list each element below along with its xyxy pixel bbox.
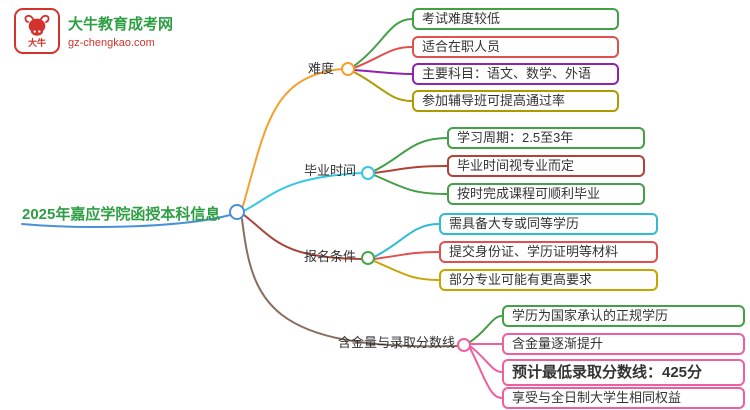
logo-text: 大牛: [27, 38, 46, 48]
leaf-node: 参加辅导班可提高通过率: [412, 90, 619, 112]
leaf-node-score: 预计最低录取分数线：425分: [502, 359, 745, 386]
connector-value-leaf-4: [469, 347, 503, 399]
bull-icon: [24, 14, 50, 36]
connector-difficulty-leaf-4: [353, 71, 413, 102]
leaf-node: 学习周期：2.5至3年: [447, 127, 645, 149]
root-node-circle: [229, 204, 245, 220]
connector-root-graduation: [243, 172, 363, 212]
brand-name: 大牛教育成考网: [68, 16, 174, 33]
connector-graduation-leaf-1: [373, 137, 448, 172]
site-logo: 大牛 大牛教育成考网 gz-chengkao.com: [14, 8, 173, 54]
leaf-node: 学历为国家承认的正规学历: [502, 305, 745, 327]
brand-domain: gz-chengkao.com: [68, 37, 155, 49]
branch-label-enrollment-requirements: 报名条件: [304, 249, 357, 264]
leaf-node: 部分专业可能有更高要求: [439, 269, 658, 291]
connector-root-difficulty: [242, 68, 343, 207]
leaf-node: 含金量逐渐提升: [502, 333, 745, 355]
leaf-node: 考试难度较低: [412, 8, 619, 30]
connector-root-value: [241, 218, 459, 348]
connector-difficulty-leaf-1: [353, 18, 413, 67]
graduation-node-circle: [361, 166, 375, 180]
connector-graduation-leaf-3: [373, 174, 448, 195]
root-node-title: 2025年嘉应学院函授本科信息: [22, 206, 221, 223]
leaf-node: 主要科目：语文、数学、外语: [412, 63, 619, 85]
connector-difficulty-leaf-2: [353, 46, 413, 69]
branch-label-graduation-time: 毕业时间: [304, 163, 357, 178]
leaf-node: 适合在职人员: [412, 36, 619, 58]
connector-requirements-leaf-3: [373, 260, 440, 281]
root-underline: [21, 214, 231, 228]
value-node-circle: [457, 338, 471, 352]
leaf-node: 享受与全日制大学生相同权益: [502, 387, 745, 409]
logo-titles: 大牛教育成考网 gz-chengkao.com: [68, 13, 173, 49]
connector-value-leaf-3: [469, 345, 503, 373]
difficulty-node-circle: [341, 62, 355, 76]
connector-requirements-leaf-2: [373, 251, 440, 260]
leaf-node: 毕业时间视专业而定: [447, 155, 645, 177]
branch-label-value-and-score: 含金量与录取分数线: [338, 335, 456, 350]
leaf-node: 提交身份证、学历证明等材料: [439, 241, 658, 263]
leaf-node: 按时完成课程可顺利毕业: [447, 183, 645, 205]
connector-requirements-leaf-1: [373, 223, 440, 258]
connector-root-requirements: [243, 214, 363, 260]
leaf-node: 需具备大专或同等学历: [439, 213, 658, 235]
requirements-node-circle: [361, 251, 375, 265]
connector-value-leaf-1: [469, 315, 503, 343]
connector-graduation-leaf-2: [373, 165, 448, 174]
branch-label-difficulty: 难度: [308, 61, 335, 76]
logo-frame: 大牛: [14, 8, 60, 54]
connector-difficulty-leaf-3: [353, 69, 413, 75]
